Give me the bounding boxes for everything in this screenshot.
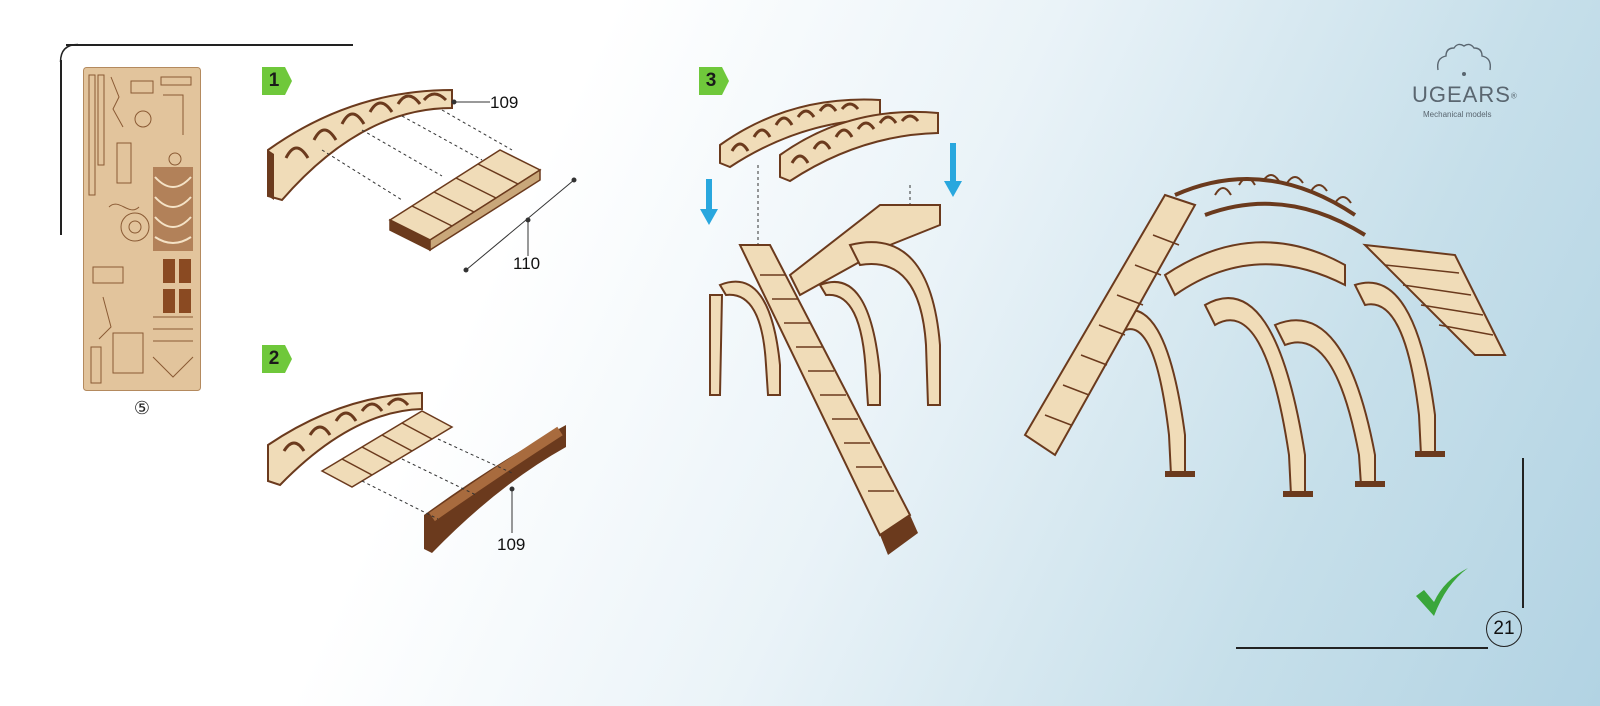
assembled-bridge-illustration xyxy=(1015,155,1515,505)
frame-corner xyxy=(59,43,79,63)
check-icon xyxy=(1414,566,1470,624)
step-1-part-110: 110 xyxy=(513,254,540,274)
step-1-part-109: 109 xyxy=(490,93,518,113)
brand-name-text: UGEARS xyxy=(1412,82,1511,107)
step-2-part-109: 109 xyxy=(497,535,525,555)
step-3-badge: 3 xyxy=(699,67,729,95)
step-3-illustration xyxy=(700,95,980,565)
step-3-top-rails xyxy=(720,100,938,181)
ugears-gear-icon xyxy=(1432,42,1496,80)
assembled-bridge-arches xyxy=(1115,242,1435,495)
step-2-illustration xyxy=(262,385,582,565)
brand-name: UGEARS® xyxy=(1412,82,1518,108)
step-2-bridge-rail-front xyxy=(424,425,566,553)
step-2-number: 2 xyxy=(262,348,286,370)
step-1-bridge-rail xyxy=(268,90,452,200)
frame-left-line xyxy=(60,60,62,235)
step-2-badge: 2 xyxy=(262,345,292,373)
step-1-illustration xyxy=(262,80,582,280)
sheet-number: ⑤ xyxy=(128,398,156,419)
frame-bottom-line xyxy=(1236,647,1488,649)
parts-sheet xyxy=(83,67,201,391)
brand-tagline: Mechanical models xyxy=(1423,110,1491,119)
frame-top-line xyxy=(66,44,353,46)
frame-right-line xyxy=(1522,458,1524,608)
step-1-deck-planks xyxy=(390,150,540,250)
step-1-leader-109 xyxy=(452,100,490,104)
assembled-bridge-railings xyxy=(1175,179,1365,235)
parts-sheet-drawing xyxy=(83,67,201,391)
step-3-number: 3 xyxy=(699,70,723,92)
brand-registered: ® xyxy=(1511,92,1518,101)
page-number: 21 xyxy=(1486,611,1522,647)
step-2-leader-109 xyxy=(510,487,514,533)
